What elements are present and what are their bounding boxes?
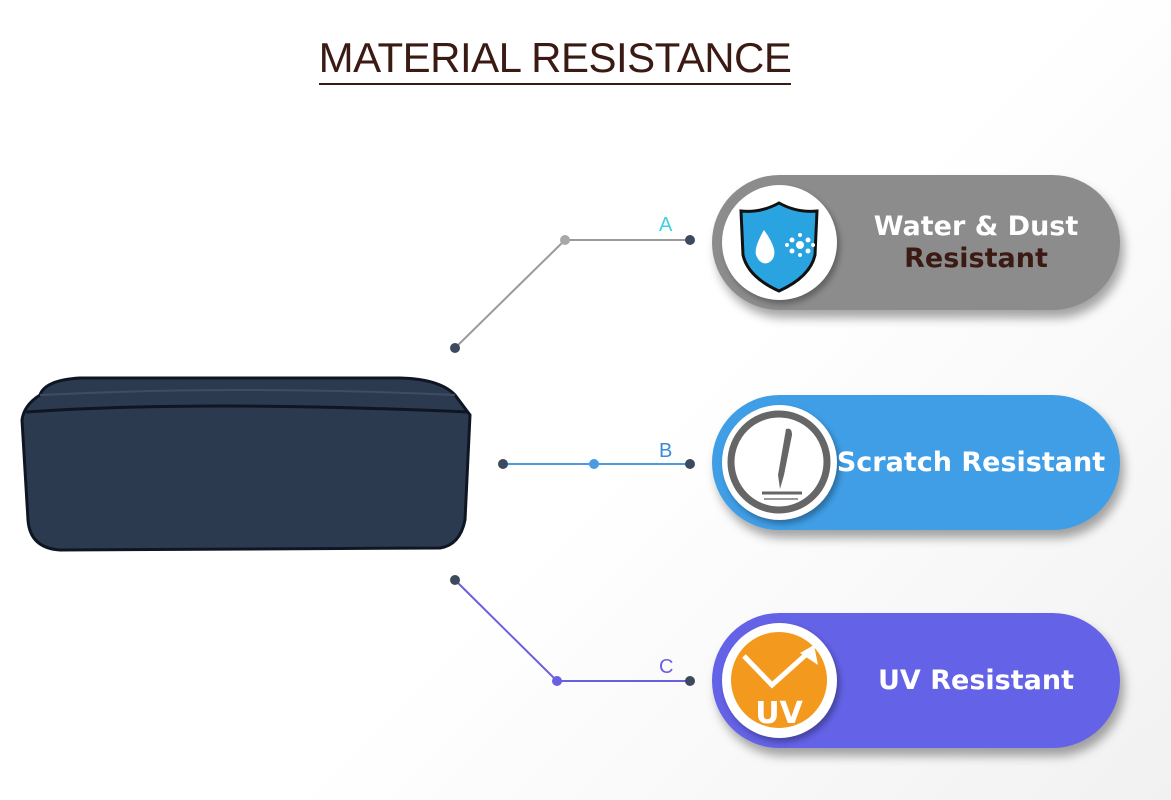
uv-icon: UV <box>722 623 837 738</box>
marker-b: B <box>659 440 673 462</box>
marker-c: C <box>659 656 674 678</box>
feature-uv: UV UV Resistant <box>712 613 1120 748</box>
scratch-knife-icon <box>722 405 837 520</box>
connector-c <box>450 575 695 686</box>
water-dust-shield-icon <box>722 185 837 300</box>
svg-text:UV: UV <box>755 696 803 731</box>
feature-scratch: Scratch Resistant <box>712 395 1120 530</box>
connector-b <box>498 459 695 469</box>
connector-a <box>450 235 695 353</box>
product-cover <box>20 376 472 552</box>
page-title: MATERIAL RESISTANCE <box>0 34 1110 85</box>
marker-a: A <box>659 214 673 236</box>
